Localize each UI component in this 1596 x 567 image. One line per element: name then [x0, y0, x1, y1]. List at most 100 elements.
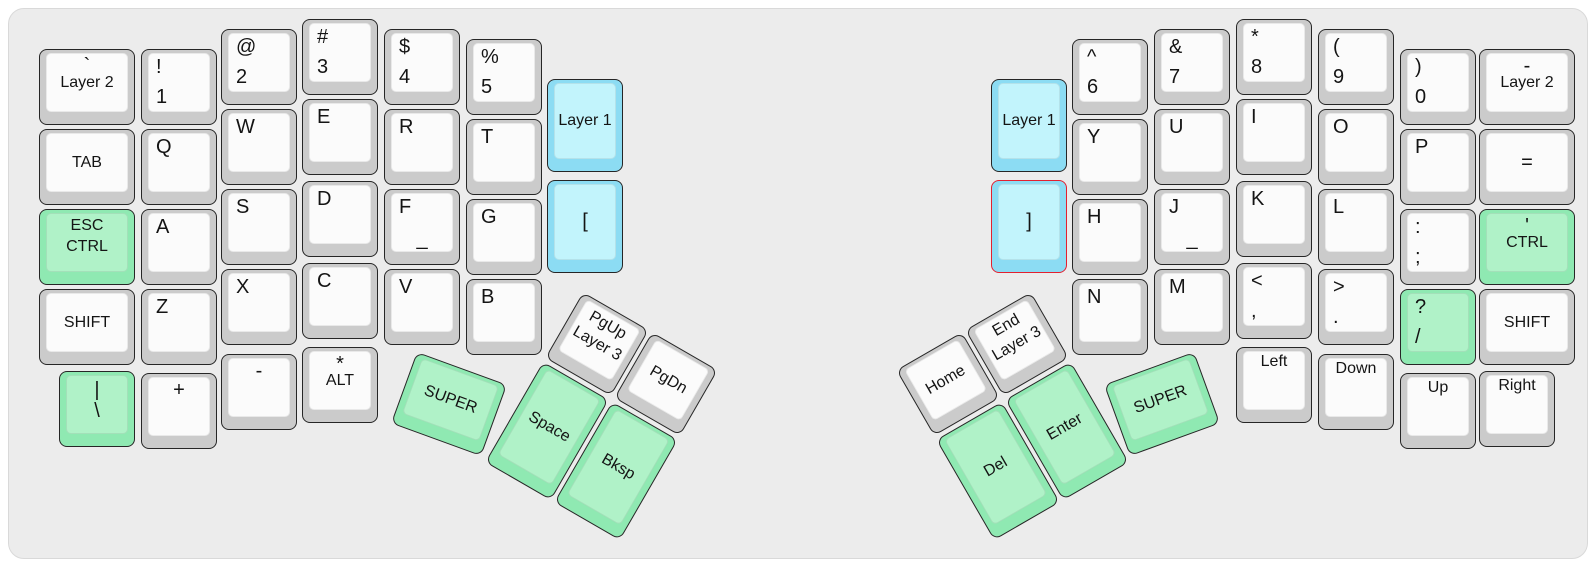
key-quote-ctrl[interactable]: 'CTRL — [1479, 209, 1575, 285]
key-s[interactable]: S — [221, 189, 297, 265]
key-lbracket[interactable]: [ — [547, 180, 623, 273]
key-label: J — [1169, 196, 1179, 218]
key-question-slash[interactable]: ?/ — [1400, 289, 1476, 365]
keycap-top: *ALT — [309, 351, 371, 410]
key-rbracket[interactable]: ] — [991, 180, 1067, 273]
key-period[interactable]: >. — [1318, 269, 1394, 345]
key-comma[interactable]: <, — [1236, 263, 1312, 339]
key-label: ; — [1415, 246, 1421, 269]
key-r[interactable]: R — [384, 109, 460, 185]
key-label: 5 — [481, 76, 493, 99]
key-label: M — [1169, 276, 1186, 298]
key-a[interactable]: A — [141, 209, 217, 285]
key-asterisk-8[interactable]: *8 — [1236, 19, 1312, 95]
key-label: Space — [525, 407, 574, 446]
key-label: ) — [1415, 56, 1422, 78]
key-n[interactable]: N — [1072, 279, 1148, 355]
key-equals[interactable]: = — [1479, 129, 1575, 205]
key-z[interactable]: Z — [141, 289, 217, 365]
key-v[interactable]: V — [384, 269, 460, 345]
key-super-left[interactable]: SUPER — [390, 351, 508, 457]
key-label: \ — [94, 399, 100, 422]
key-label: # — [317, 26, 329, 48]
key-asterisk-alt[interactable]: *ALT — [302, 347, 378, 423]
keycap-top: Down — [1325, 358, 1387, 417]
key-shift-left[interactable]: SHIFT — [39, 289, 135, 365]
key-down-arrow[interactable]: Down — [1318, 354, 1394, 430]
key-label: 1 — [156, 86, 168, 109]
key-layer1-right[interactable]: Layer 1 — [991, 79, 1067, 172]
key-dash-layer2[interactable]: -Layer 2 — [1479, 49, 1575, 125]
key-l[interactable]: L — [1318, 189, 1394, 265]
key-semicolon[interactable]: :; — [1400, 209, 1476, 285]
keycap-top: - — [228, 358, 290, 417]
key-plus[interactable]: + — [141, 373, 217, 449]
key-label: < — [1251, 270, 1263, 292]
key-minus[interactable]: - — [221, 354, 297, 430]
key-b[interactable]: B — [466, 279, 542, 355]
key-label: 9 — [1333, 66, 1345, 89]
key-y[interactable]: Y — [1072, 119, 1148, 195]
key-super-right[interactable]: SUPER — [1103, 351, 1221, 457]
key-i[interactable]: I — [1236, 99, 1312, 175]
key-amp-7[interactable]: &7 — [1154, 29, 1230, 105]
keycap-top: K — [1243, 185, 1305, 244]
key-hash-3[interactable]: #3 — [302, 19, 378, 95]
key-label: % — [481, 46, 499, 68]
key-w[interactable]: W — [221, 109, 297, 185]
key-paren-0[interactable]: )0 — [1400, 49, 1476, 125]
key-layer1-left[interactable]: Layer 1 — [547, 79, 623, 172]
key-tab[interactable]: TAB — [39, 129, 135, 205]
key-e[interactable]: E — [302, 99, 378, 175]
key-o[interactable]: O — [1318, 109, 1394, 185]
key-pipe-backslash[interactable]: |\ — [59, 371, 135, 447]
key-up-arrow[interactable]: Up — [1400, 373, 1476, 449]
key-shift-right[interactable]: SHIFT — [1479, 289, 1575, 365]
keycap-top: @2 — [228, 33, 290, 92]
key-dollar-4[interactable]: $4 — [384, 29, 460, 105]
key-label: Layer 1 — [558, 111, 612, 129]
key-q[interactable]: Q — [141, 129, 217, 205]
key-label: 4 — [399, 66, 411, 89]
key-label: Down — [1335, 360, 1377, 377]
key-exclam-1[interactable]: !1 — [141, 49, 217, 125]
key-x[interactable]: X — [221, 269, 297, 345]
key-label: Home — [922, 361, 969, 398]
key-grave-layer2[interactable]: `Layer 2 — [39, 49, 135, 125]
key-label: TAB — [72, 153, 102, 171]
key-label: Y — [1087, 126, 1101, 148]
key-p[interactable]: P — [1400, 129, 1476, 205]
key-d[interactable]: D — [302, 181, 378, 257]
key-k[interactable]: K — [1236, 181, 1312, 257]
key-label: : — [1415, 216, 1421, 238]
key-caret-6[interactable]: ^6 — [1072, 39, 1148, 115]
key-h[interactable]: H — [1072, 199, 1148, 275]
key-percent-5[interactable]: %5 — [466, 39, 542, 115]
key-f[interactable]: F_ — [384, 189, 460, 265]
key-label: SHIFT — [63, 313, 111, 331]
keycap-top: SHIFT — [46, 293, 128, 352]
key-at-2[interactable]: @2 — [221, 29, 297, 105]
key-label: Bksp — [598, 450, 639, 483]
key-paren-9[interactable]: (9 — [1318, 29, 1394, 105]
key-j[interactable]: J_ — [1154, 189, 1230, 265]
key-c[interactable]: C — [302, 263, 378, 339]
key-u[interactable]: U — [1154, 109, 1230, 185]
key-left-arrow[interactable]: Left — [1236, 347, 1312, 423]
key-t[interactable]: T — [466, 119, 542, 195]
keycap-top: Right — [1486, 375, 1548, 434]
key-label: Right — [1498, 377, 1536, 394]
key-label: CTRL — [66, 237, 108, 255]
keycap-top: W — [228, 113, 290, 172]
key-label: V — [399, 276, 413, 298]
key-g[interactable]: G — [466, 199, 542, 275]
key-label: N — [1087, 286, 1102, 308]
key-right-arrow[interactable]: Right — [1479, 371, 1555, 447]
key-m[interactable]: M — [1154, 269, 1230, 345]
keycap-top: %5 — [473, 43, 535, 102]
keycap-top: O — [1325, 113, 1387, 172]
key-label: Up — [1427, 379, 1449, 396]
key-label: . — [1333, 306, 1339, 329]
key-label: ' — [1525, 215, 1529, 237]
